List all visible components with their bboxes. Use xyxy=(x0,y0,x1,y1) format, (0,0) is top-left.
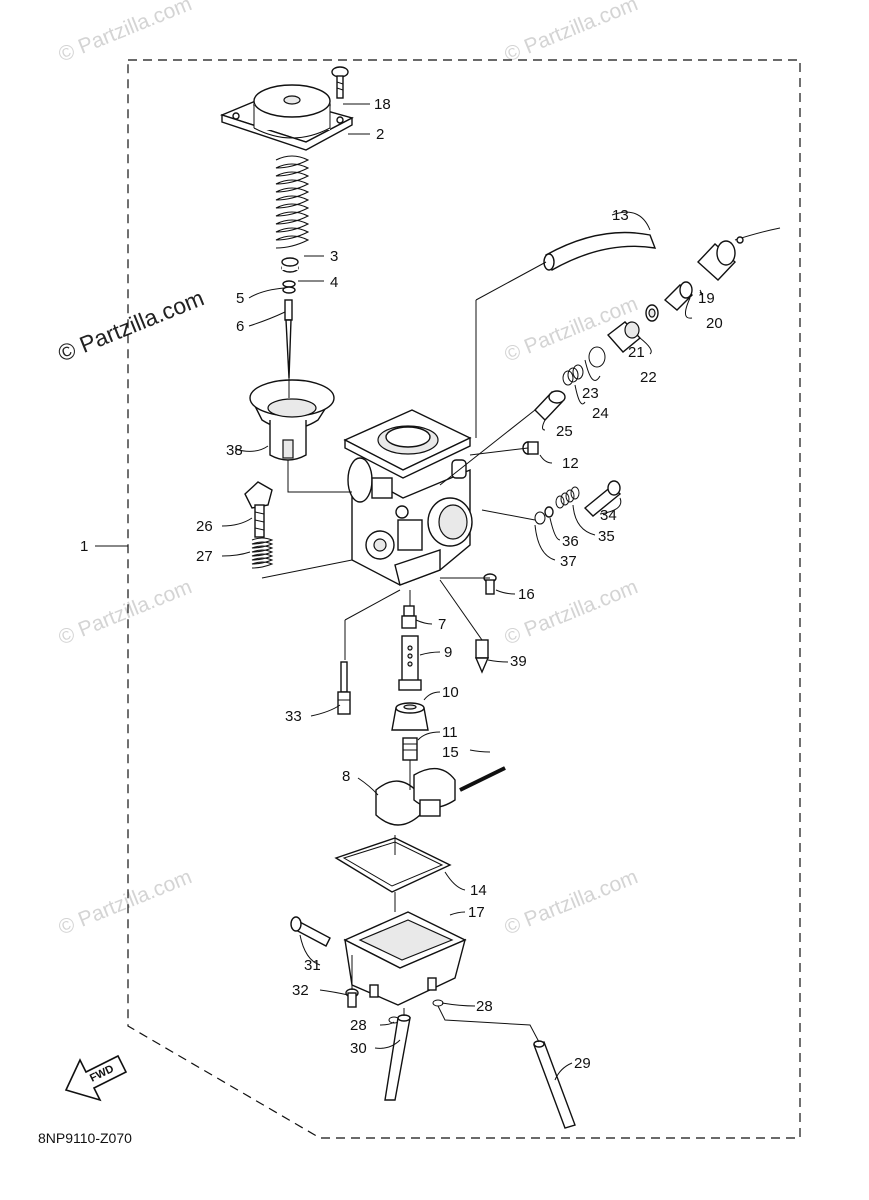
callout-32: 32 xyxy=(292,982,309,999)
callout-18: 18 xyxy=(374,96,391,113)
part-oring-23 xyxy=(588,346,606,368)
callout-38: 38 xyxy=(226,442,243,459)
watermark-text: © Partzilla.com xyxy=(501,0,641,67)
part-screw-32 xyxy=(345,955,359,1008)
part-washer-21 xyxy=(645,304,659,322)
callout-5: 5 xyxy=(236,290,244,307)
part-top-cover-2 xyxy=(219,84,354,151)
watermark-text: © Partzilla.com xyxy=(54,284,207,366)
part-spring-24 xyxy=(562,364,584,386)
callout-15: 15 xyxy=(442,744,459,761)
watermark-text: © Partzilla.com xyxy=(55,865,195,939)
assembly-guide-lines xyxy=(261,261,547,1043)
callout-29: 29 xyxy=(574,1055,591,1072)
callout-3: 3 xyxy=(330,248,338,265)
watermark-text: © Partzilla.com xyxy=(55,0,195,67)
part-hose-29 xyxy=(533,1040,576,1129)
part-carburetor-body xyxy=(343,409,473,586)
callout-28a: 28 xyxy=(350,1017,367,1034)
part-clip-5 xyxy=(282,280,296,294)
callout-30: 30 xyxy=(350,1040,367,1057)
part-needle-jet-9 xyxy=(398,635,422,691)
callout-31: 31 xyxy=(304,957,321,974)
callout-14: 14 xyxy=(470,882,487,899)
callout-20: 20 xyxy=(706,315,723,332)
part-oring-37 xyxy=(534,511,546,525)
part-hose-30 xyxy=(384,1014,411,1101)
callout-23: 23 xyxy=(582,385,599,402)
callout-24: 24 xyxy=(592,405,609,422)
watermarks: © Partzilla.com © Partzilla.com © Partzi… xyxy=(54,0,641,940)
part-nut-22 xyxy=(606,321,642,353)
callout-labels: 1 2 3 4 5 6 7 8 9 10 11 12 13 14 15 16 1… xyxy=(80,96,723,1072)
callout-4: 4 xyxy=(330,274,338,291)
part-starter-plunger-25 xyxy=(534,390,566,422)
part-pilot-jet-7 xyxy=(401,605,417,629)
part-cap-19 xyxy=(696,227,781,281)
assembly-boundary xyxy=(127,59,801,1139)
part-needle-valve-39 xyxy=(474,639,490,674)
callout-7: 7 xyxy=(438,616,446,633)
part-throttle-screw-26 xyxy=(244,481,273,538)
callout-39: 39 xyxy=(510,653,527,670)
part-needle-6 xyxy=(284,299,293,379)
part-piston-38 xyxy=(249,379,335,461)
part-spring-seat-4 xyxy=(281,257,299,273)
callout-13: 13 xyxy=(612,207,629,224)
watermark-text: © Partzilla.com xyxy=(501,865,641,939)
part-guide-20 xyxy=(663,281,694,311)
part-spring-3 xyxy=(275,155,310,249)
part-gasket-14 xyxy=(334,837,452,893)
part-clip-28b xyxy=(432,999,444,1007)
part-float-8 xyxy=(375,767,456,826)
callout-33: 33 xyxy=(285,708,302,725)
callout-2: 2 xyxy=(376,126,384,143)
callout-34: 34 xyxy=(600,507,617,524)
callout-8: 8 xyxy=(342,768,350,785)
fwd-arrow-icon: FWD xyxy=(64,1054,128,1102)
callout-37: 37 xyxy=(560,553,577,570)
callout-22: 22 xyxy=(640,369,657,386)
part-spring-27 xyxy=(251,537,274,569)
part-drain-screw-31 xyxy=(290,916,331,947)
leader-lines xyxy=(221,103,703,1081)
callout-36: 36 xyxy=(562,533,579,550)
callout-19: 19 xyxy=(698,290,715,307)
diagram-code: 8NP9110-Z070 xyxy=(38,1130,132,1146)
callout-26: 26 xyxy=(196,518,213,535)
part-pilot-screw-34 xyxy=(583,480,622,517)
part-washer-36 xyxy=(544,506,554,518)
callout-27: 27 xyxy=(196,548,213,565)
part-screw-18 xyxy=(331,66,349,99)
callout-6: 6 xyxy=(236,318,244,335)
callout-28b: 28 xyxy=(476,998,493,1015)
part-screw-16 xyxy=(483,573,497,595)
callout-12: 12 xyxy=(562,455,579,472)
callout-1: 1 xyxy=(80,538,88,555)
callout-10: 10 xyxy=(442,684,459,701)
part-float-pin-15 xyxy=(459,766,506,792)
part-hose-13 xyxy=(543,231,657,272)
part-spring-35 xyxy=(555,486,580,509)
callout-21: 21 xyxy=(628,344,645,361)
callout-11: 11 xyxy=(442,724,458,741)
part-main-jet-11 xyxy=(402,737,418,761)
callout-16: 16 xyxy=(518,586,535,603)
callout-35: 35 xyxy=(598,528,615,545)
part-starter-jet-33 xyxy=(337,661,351,715)
watermark-text: © Partzilla.com xyxy=(55,575,195,649)
callout-17: 17 xyxy=(468,904,485,921)
callout-25: 25 xyxy=(556,423,573,440)
callout-9: 9 xyxy=(444,644,452,661)
part-float-chamber-17 xyxy=(343,911,467,1006)
part-jet-holder-10 xyxy=(391,702,429,731)
